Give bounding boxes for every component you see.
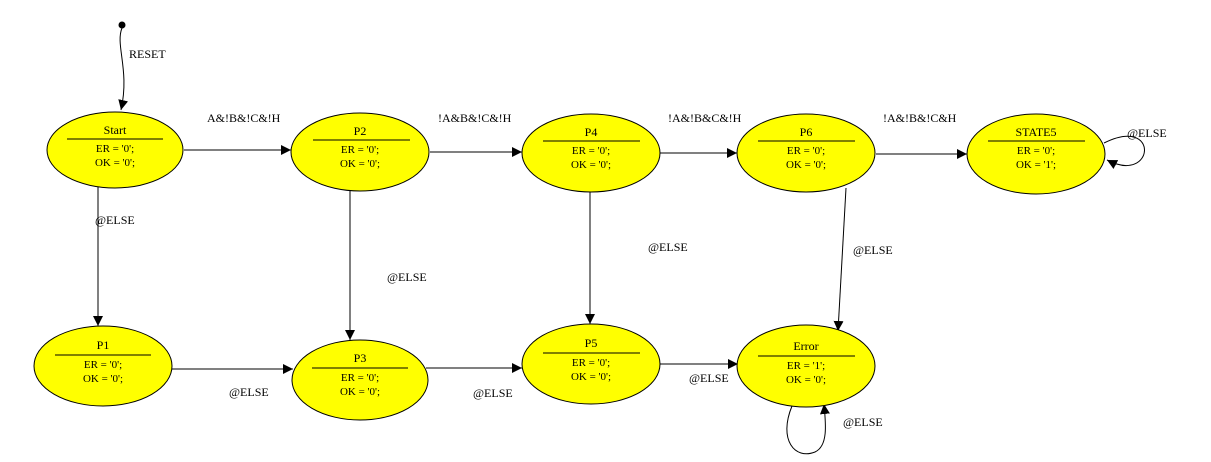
state-name: P3 [354, 351, 367, 365]
label-p5-error: @ELSE [689, 371, 729, 385]
state-start[interactable]: Start ER = '0'; OK = '0'; [46, 111, 184, 189]
state-name: STATE5 [1015, 125, 1056, 139]
label-start-p1: @ELSE [95, 213, 135, 227]
label-p4-p6: !A&!B&C&!H [668, 111, 742, 125]
edge-p6-error [833, 187, 847, 332]
state-ellipse [521, 323, 661, 405]
state-p2[interactable]: P2 ER = '0'; OK = '0'; [290, 112, 430, 192]
state-output-er: ER = '0'; [572, 145, 610, 157]
initial-dot [118, 21, 126, 29]
state-name: P4 [585, 125, 598, 139]
state-output-ok: OK = '1'; [1016, 159, 1056, 171]
reset-label: RESET [129, 47, 166, 61]
state-p4[interactable]: P4 ER = '0'; OK = '0'; [521, 113, 661, 193]
transition-labels: A&!B&!C&!H !A&B&!C&!H !A&!B&C&!H !A&!B&!… [95, 111, 1167, 429]
state-output-er: ER = '0'; [84, 359, 122, 371]
edge-state5-self [1103, 135, 1145, 170]
state-ellipse [736, 324, 876, 408]
reset-transition: RESET [118, 21, 166, 111]
reset-arrow [118, 27, 129, 111]
label-error-self: @ELSE [843, 415, 883, 429]
label-p4-p5: @ELSE [648, 240, 688, 254]
state-ellipse [290, 112, 430, 192]
state-p5[interactable]: P5 ER = '0'; OK = '0'; [521, 323, 661, 405]
state-name: Error [793, 339, 818, 353]
state-output-er: ER = '0'; [1017, 145, 1055, 157]
state-output-er: ER = '0'; [341, 372, 379, 384]
state-name: Start [104, 123, 127, 137]
state-output-ok: OK = '0'; [340, 386, 380, 398]
state-ellipse [736, 113, 876, 193]
state-output-er: ER = '1'; [787, 360, 825, 372]
transitions [93, 135, 1145, 455]
state-output-er: ER = '0'; [341, 144, 379, 156]
state-ellipse [46, 111, 184, 189]
label-p6-state5: !A&!B&!C&H [883, 111, 957, 125]
state-name: P2 [354, 124, 367, 138]
state-ellipse [966, 113, 1106, 195]
state-output-ok: OK = '0'; [571, 159, 611, 171]
label-p2-p3: @ELSE [387, 270, 427, 284]
state-ellipse [33, 325, 173, 407]
state-ellipse [291, 339, 429, 421]
state-output-er: ER = '0'; [572, 357, 610, 369]
label-p1-p3: @ELSE [229, 385, 269, 399]
state-ellipse [521, 113, 661, 193]
label-state5-self: @ELSE [1127, 126, 1167, 140]
state-output-ok: OK = '0'; [786, 159, 826, 171]
state-output-er: ER = '0'; [96, 143, 134, 155]
state-p1[interactable]: P1 ER = '0'; OK = '0'; [33, 325, 173, 407]
state-output-er: ER = '0'; [787, 145, 825, 157]
state-name: P5 [585, 336, 598, 350]
state-p3[interactable]: P3 ER = '0'; OK = '0'; [291, 339, 429, 421]
state-name: P1 [97, 338, 110, 352]
state-output-ok: OK = '0'; [571, 371, 611, 383]
label-p2-p4: !A&B&!C&!H [438, 111, 512, 125]
state-output-ok: OK = '0'; [95, 157, 135, 169]
state-p6[interactable]: P6 ER = '0'; OK = '0'; [736, 113, 876, 193]
label-start-p2: A&!B&!C&!H [207, 111, 281, 125]
state-output-ok: OK = '0'; [340, 158, 380, 170]
edge-error-self [786, 403, 830, 455]
state-name: P6 [800, 125, 813, 139]
state-state5[interactable]: STATE5 ER = '0'; OK = '1'; [966, 113, 1106, 195]
state-output-ok: OK = '0'; [83, 373, 123, 385]
label-p3-p5: @ELSE [473, 386, 513, 400]
label-p6-error: @ELSE [853, 243, 893, 257]
state-error[interactable]: Error ER = '1'; OK = '0'; [736, 324, 876, 408]
state-output-ok: OK = '0'; [786, 374, 826, 386]
